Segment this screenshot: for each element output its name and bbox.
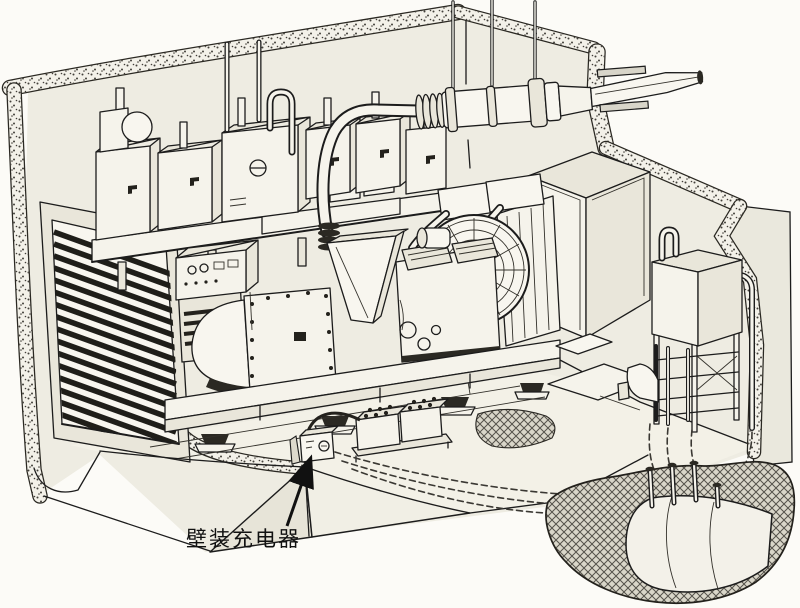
intake-silencer — [326, 228, 409, 324]
floor-front-corner — [33, 450, 649, 553]
diesel-engine — [395, 227, 501, 395]
earth-mound — [545, 460, 796, 605]
tank-fill-pipes — [645, 460, 722, 509]
muffler-hanger-rods — [451, 0, 537, 90]
charger-cable — [306, 411, 361, 432]
generator-control-box — [175, 239, 259, 331]
caption-label: 壁装充电器 — [186, 527, 301, 551]
floor-duct-elbow — [599, 363, 659, 411]
exhaust-muffler — [415, 65, 704, 133]
panel-2 — [157, 121, 223, 231]
earth-patch — [475, 408, 556, 449]
floor-features — [149, 333, 651, 460]
turbocharger — [416, 227, 451, 249]
intake-louver — [39, 201, 191, 463]
panel-1-with-bell — [95, 87, 161, 241]
tail-pipe — [590, 70, 704, 108]
leader-arrow — [285, 454, 314, 527]
day-fuel-tank — [651, 226, 755, 433]
wall-thimble — [596, 65, 650, 113]
exhaust-riser-pipe — [316, 103, 426, 251]
starting-batteries — [351, 396, 453, 463]
skid-base — [164, 339, 561, 453]
underground-fuel-tank — [625, 494, 773, 593]
conduits — [224, 39, 296, 156]
